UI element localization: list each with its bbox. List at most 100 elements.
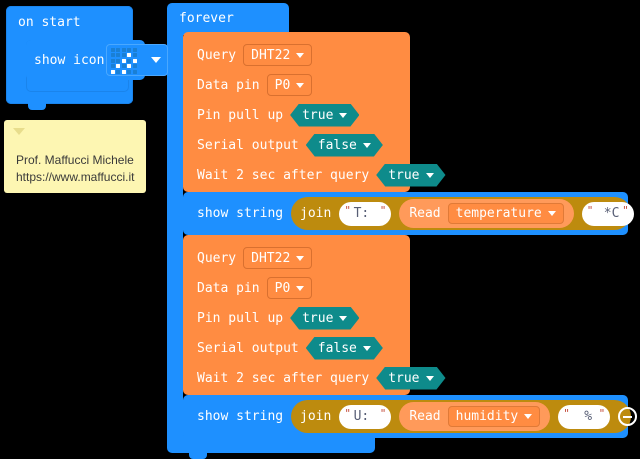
row-data-pin[interactable]: Data pin P0 (197, 74, 313, 96)
serial-output-boolean[interactable]: false (306, 134, 383, 157)
led-cell (127, 69, 132, 74)
close-quote: " (622, 203, 629, 217)
comment-line-2: https://www.maffucci.it (16, 170, 135, 184)
led-cell (127, 48, 132, 52)
join-label: join (300, 206, 332, 221)
data-pin-dropdown[interactable]: P0 (266, 74, 313, 96)
collapse-caret-icon[interactable] (13, 128, 25, 135)
led-cell (127, 53, 132, 58)
led-cell (132, 48, 137, 52)
chevron-down-icon (296, 285, 305, 291)
row-pin-pull-up[interactable]: Pin pull up true (197, 104, 359, 126)
data-pin-dropdown[interactable]: P0 (266, 277, 313, 299)
led-cell (111, 48, 115, 52)
read-label: Read (409, 206, 441, 221)
led-cell (121, 64, 126, 69)
read-value-dropdown[interactable]: humidity (447, 406, 541, 427)
row-label: Pin pull up (197, 107, 284, 123)
close-quote: " (598, 406, 606, 420)
join-label: join (300, 409, 332, 424)
led-cell (116, 69, 121, 74)
led-cell (132, 53, 137, 58)
minus-circle-icon[interactable] (618, 407, 638, 426)
show-icon-block[interactable]: show icon (26, 40, 168, 80)
forever-foot-notch (189, 452, 207, 459)
show-icon-matrix-field[interactable] (106, 44, 168, 76)
workspace-comment[interactable]: Prof. Maffucci Michele https://www.maffu… (4, 120, 146, 193)
join-text-field-2[interactable]: " % " (558, 404, 611, 429)
comment-text: Prof. Maffucci Michele https://www.maffu… (16, 152, 140, 186)
serial-output-boolean[interactable]: false (306, 337, 383, 360)
led-cell (111, 53, 115, 58)
wait-after-query-value: true (388, 370, 420, 386)
wait-after-query-boolean[interactable]: true (376, 164, 445, 187)
join-block-2[interactable]: join " U: " Read humidity " % " (291, 400, 638, 433)
led-cell (116, 58, 121, 63)
forever-block-header[interactable]: forever (167, 3, 289, 35)
row-query[interactable]: Query DHT22 (197, 44, 313, 66)
wait-after-query-boolean[interactable]: true (376, 367, 445, 390)
led-cell (121, 58, 126, 63)
pin-pull-up-value: true (302, 107, 334, 123)
dht-query-block-2[interactable]: Query DHT22 Data pin P0 Pin pull up true… (183, 235, 410, 395)
show-string-label: show string (197, 206, 284, 221)
read-value-dropdown[interactable]: temperature (447, 203, 564, 224)
row-label: Wait 2 sec after query (197, 370, 370, 386)
led-cell (127, 64, 132, 69)
led-cell (127, 58, 132, 63)
led-cell (132, 64, 137, 69)
open-quote: " (563, 406, 570, 420)
read-value: humidity (455, 409, 519, 424)
show-string-block-1[interactable]: show string join " T: " Read temperature… (183, 192, 634, 235)
read-sensor-block-2[interactable]: Read humidity (399, 402, 551, 431)
show-string-label: show string (197, 409, 284, 424)
row-serial-output[interactable]: Serial output false (197, 134, 383, 156)
query-dropdown[interactable]: DHT22 (243, 247, 313, 269)
row-label: Query (197, 47, 237, 63)
block-notch (197, 395, 215, 401)
chevron-down-icon (151, 57, 161, 63)
chevron-down-icon (426, 376, 434, 381)
read-label: Read (409, 409, 441, 424)
join-text-field-1[interactable]: " U: " (339, 404, 392, 429)
query-dropdown-value: DHT22 (251, 47, 291, 63)
pin-pull-up-boolean[interactable]: true (290, 104, 359, 127)
row-label: Pin pull up (197, 310, 284, 326)
row-label: Serial output (197, 137, 299, 153)
read-value: temperature (455, 206, 542, 221)
chevron-down-icon (547, 211, 556, 216)
row-label: Serial output (197, 340, 299, 356)
row-pin-pull-up[interactable]: Pin pull up true (197, 307, 359, 329)
read-sensor-block-1[interactable]: Read temperature (399, 199, 574, 228)
led-cell (121, 48, 126, 52)
on-start-notch (28, 103, 46, 110)
led-cell (132, 69, 137, 74)
open-quote: " (344, 406, 351, 420)
on-start-label: on start (18, 15, 81, 30)
row-serial-output[interactable]: Serial output false (197, 337, 383, 359)
close-quote: " (379, 406, 387, 420)
led-cell (121, 53, 126, 58)
row-query[interactable]: Query DHT22 (197, 247, 313, 269)
row-data-pin[interactable]: Data pin P0 (197, 277, 313, 299)
query-dropdown-value: DHT22 (251, 250, 291, 266)
data-pin-dropdown-value: P0 (274, 280, 291, 296)
chevron-down-icon (339, 113, 347, 118)
join-text-field-1-value: U: (353, 409, 378, 424)
join-text-field-1[interactable]: " T: " (339, 201, 392, 226)
row-wait-after-query[interactable]: Wait 2 sec after query true (197, 367, 446, 389)
show-string-block-2[interactable]: show string join " U: " Read humidity " … (183, 395, 638, 438)
led-cell (111, 69, 115, 74)
pin-pull-up-boolean[interactable]: true (290, 307, 359, 330)
chevron-down-icon (426, 173, 434, 178)
row-wait-after-query[interactable]: Wait 2 sec after query true (197, 164, 446, 186)
wait-after-query-value: true (388, 167, 420, 183)
pin-pull-up-value: true (302, 310, 334, 326)
join-text-field-1-value: T: (353, 206, 378, 221)
dht-query-block-1[interactable]: Query DHT22 Data pin P0 Pin pull up true… (183, 32, 410, 192)
row-label: Data pin (197, 280, 260, 296)
join-block-1[interactable]: join " T: " Read temperature " *C " (291, 197, 634, 230)
join-text-field-2[interactable]: " *C " (581, 201, 634, 226)
query-dropdown[interactable]: DHT22 (243, 44, 313, 66)
